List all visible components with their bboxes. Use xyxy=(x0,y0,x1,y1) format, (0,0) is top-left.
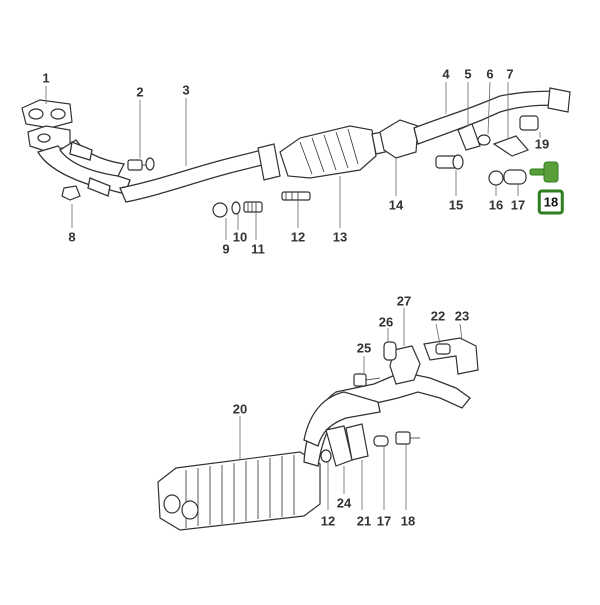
bolt-25 xyxy=(353,373,381,387)
washer-6 xyxy=(477,134,491,146)
manifold-gasket xyxy=(21,99,73,153)
label-14: 14 xyxy=(388,197,404,213)
bushing-17 xyxy=(503,169,527,185)
nut xyxy=(61,185,81,201)
label-20-lower: 20 xyxy=(232,401,248,417)
label-18-lower: 18 xyxy=(400,513,416,529)
label-17: 17 xyxy=(510,197,526,213)
washer-16 xyxy=(488,170,504,186)
label-12-lower: 12 xyxy=(320,513,336,529)
label-3: 3 xyxy=(182,82,190,98)
catalytic-converter xyxy=(279,125,395,179)
nut-19 xyxy=(519,115,539,131)
lower-leader-lines xyxy=(239,308,463,510)
rear-pipe-flange xyxy=(547,87,571,113)
bushing-lower xyxy=(373,435,389,447)
label-25-lower: 25 xyxy=(356,340,372,356)
bracket-27 xyxy=(389,345,421,385)
tail-pipe-inner xyxy=(303,391,381,447)
label-6: 6 xyxy=(486,66,494,82)
label-8: 8 xyxy=(68,229,76,245)
label-24-lower: 24 xyxy=(336,495,352,511)
label-1: 1 xyxy=(42,70,50,86)
bolt-18 xyxy=(529,161,559,183)
hanger-7 xyxy=(492,135,530,157)
label-5: 5 xyxy=(464,66,472,82)
label-10: 10 xyxy=(232,229,248,245)
front-pipe xyxy=(37,139,131,197)
upper-leader-lines xyxy=(45,81,541,240)
label-11: 11 xyxy=(251,241,265,257)
label-12: 12 xyxy=(290,229,306,245)
intermediate-pipe xyxy=(119,149,267,203)
mid-flange xyxy=(379,119,419,159)
stud xyxy=(281,191,311,201)
label-15: 15 xyxy=(448,197,464,213)
label-23-lower: 23 xyxy=(454,308,470,324)
label-22-lower: 22 xyxy=(430,308,446,324)
bracket-21 xyxy=(345,423,369,461)
fastener-set xyxy=(212,201,263,218)
label-26-lower: 26 xyxy=(378,314,394,330)
label-19: 19 xyxy=(534,136,550,152)
label-13: 13 xyxy=(332,229,348,245)
label-7: 7 xyxy=(506,66,514,82)
bracket-22-23 xyxy=(423,337,479,375)
stud-lower xyxy=(320,449,332,463)
label-18-highlighted[interactable]: 18 xyxy=(537,189,565,215)
muffler xyxy=(157,451,321,531)
label-16: 16 xyxy=(488,197,504,213)
label-4: 4 xyxy=(442,66,450,82)
pipe-flange xyxy=(257,143,281,181)
bolt-nut xyxy=(435,154,464,170)
stud-bolt xyxy=(127,157,155,171)
bolt-lower xyxy=(395,431,420,445)
label-21-lower: 21 xyxy=(356,513,372,529)
label-2: 2 xyxy=(136,84,144,100)
bracket-5 xyxy=(457,123,481,151)
rubber-mount-26 xyxy=(383,341,397,361)
label-27-lower: 27 xyxy=(396,293,412,309)
label-9: 9 xyxy=(222,241,230,257)
label-17-lower: 17 xyxy=(376,513,392,529)
